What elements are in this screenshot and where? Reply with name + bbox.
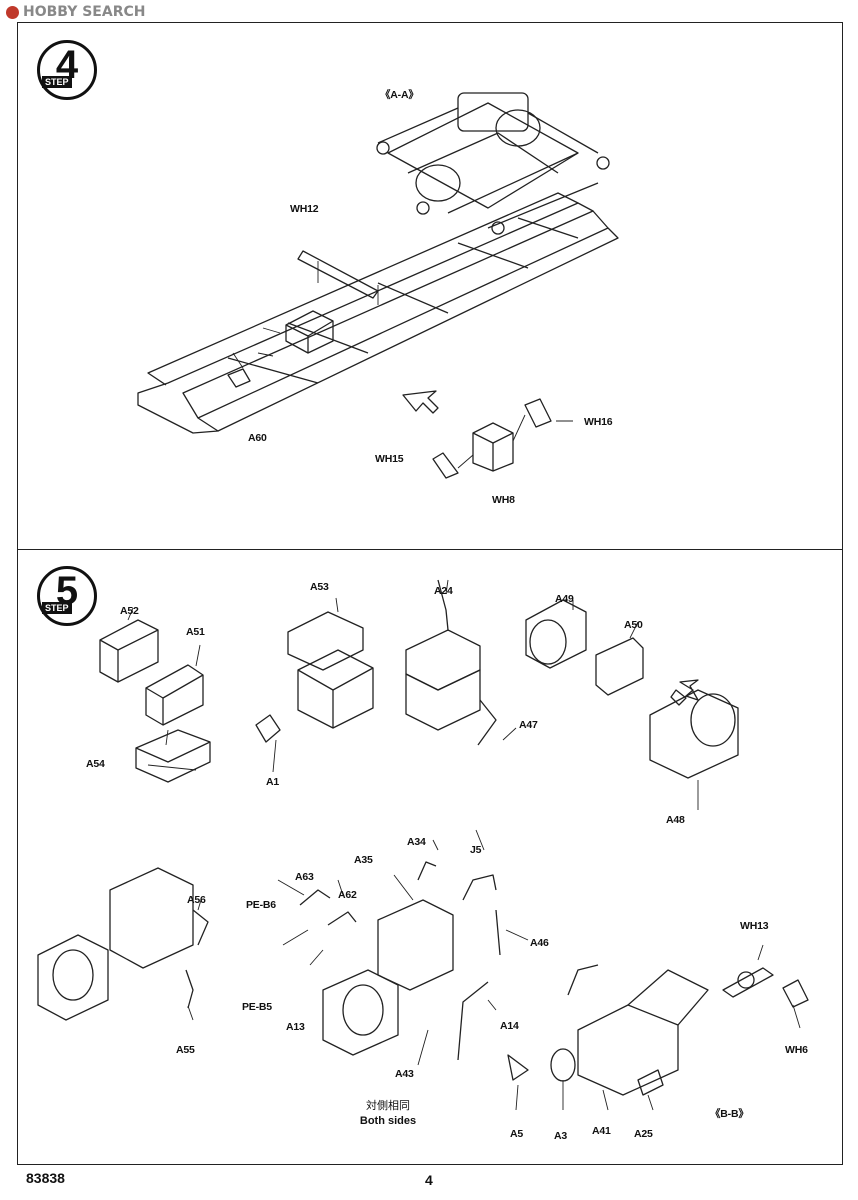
label-a60: A60	[248, 432, 267, 444]
label-a41: A41	[592, 1125, 611, 1137]
label-a52: A52	[120, 605, 139, 617]
label-a46: A46	[530, 937, 549, 949]
label-wh8: WH8	[492, 494, 515, 506]
label-wh6: WH6	[785, 1044, 808, 1056]
label-a-a: 《A-A》	[380, 89, 419, 101]
label-a47: A47	[519, 719, 538, 731]
label-pe-b6: PE-B6	[246, 899, 276, 911]
hobby-search-logo-icon	[6, 5, 19, 19]
label-wh16: WH16	[584, 416, 613, 428]
label-wh12: WH12	[290, 203, 319, 215]
engine-assembly-drawing	[37, 579, 809, 1111]
label-a25: A25	[634, 1128, 653, 1140]
label-a13: A13	[286, 1021, 305, 1033]
label-a14: A14	[500, 1020, 519, 1032]
step-word: STEP	[42, 76, 72, 88]
step-4-panel: 4 STEP	[17, 22, 843, 550]
label-j5: J5	[470, 844, 482, 856]
label-a63: A63	[295, 871, 314, 883]
label-a54: A54	[86, 758, 105, 770]
hobby-search-watermark: HOBBY SEARCH	[6, 4, 145, 20]
label-wh13: WH13	[740, 920, 769, 932]
label-a62: A62	[338, 889, 357, 901]
label-a3: A3	[554, 1130, 568, 1142]
product-code: 83838	[26, 1170, 65, 1186]
step-number: 5	[55, 569, 79, 613]
step-word: STEP	[42, 602, 72, 614]
label-pe-b5: PE-B5	[242, 1001, 272, 1013]
step-5-panel: 5 STEP	[17, 549, 843, 1165]
step-4-badge: 4 STEP	[37, 40, 97, 100]
chassis-frame-drawing	[137, 92, 619, 479]
label-a51: A51	[186, 626, 205, 638]
page-number: 4	[425, 1172, 433, 1188]
label-a35: A35	[354, 854, 373, 866]
step-5-badge: 5 STEP	[37, 566, 97, 626]
note-english: Both sides	[359, 1115, 417, 1127]
label-a1: A1	[266, 776, 280, 788]
watermark-text: HOBBY SEARCH	[23, 4, 146, 20]
label-a56: A56	[187, 894, 206, 906]
label-a34: A34	[407, 836, 426, 848]
note-chinese: 対側相同	[366, 1100, 410, 1112]
label-a49: A49	[555, 593, 574, 605]
label-wh15: WH15	[375, 453, 404, 465]
label-a55: A55	[176, 1044, 195, 1056]
label-a24: A24	[434, 585, 453, 597]
label-a43: A43	[395, 1068, 414, 1080]
label-a50: A50	[624, 619, 643, 631]
label-a53: A53	[310, 581, 329, 593]
label-a5: A5	[510, 1128, 524, 1140]
label-b-b: 《B-B》	[710, 1108, 749, 1120]
step-number: 4	[55, 43, 79, 87]
both-sides-note: 対側相同 Both sides	[338, 1099, 438, 1129]
label-a48: A48	[666, 814, 685, 826]
